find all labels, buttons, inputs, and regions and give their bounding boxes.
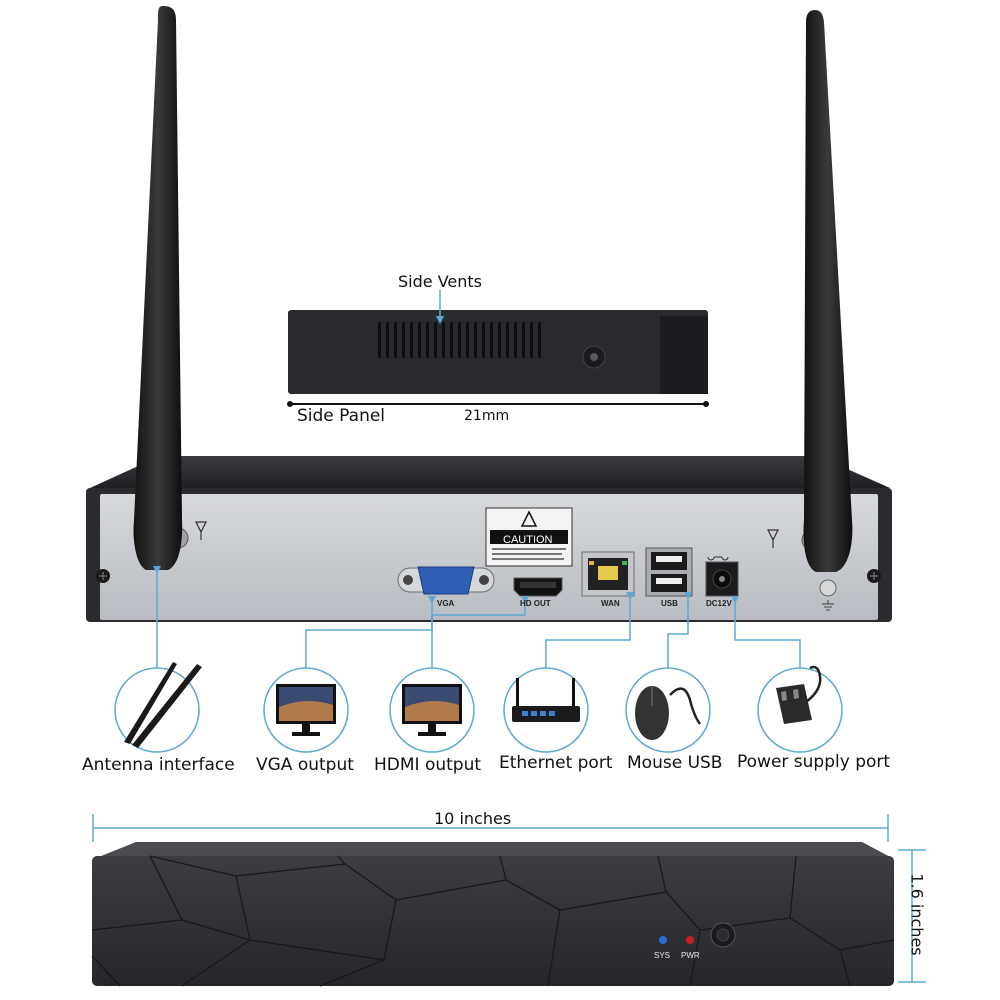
right-antenna <box>803 10 853 572</box>
caution-text: CAUTION <box>503 534 553 546</box>
usb-port-label: USB <box>661 599 678 608</box>
caution-label <box>485 507 573 567</box>
left-antenna <box>133 6 183 570</box>
pwr-led-label: PWR <box>681 951 700 960</box>
depth-label: 21mm <box>464 408 510 424</box>
front-panel-view <box>91 814 926 987</box>
vga-port-label: VGA <box>437 599 455 608</box>
feature-label-usb: Mouse USB <box>627 753 723 773</box>
sys-led-label: SYS <box>654 951 671 960</box>
feature-label-antenna: Antenna interface <box>82 755 235 775</box>
dc-port-label: DC12V <box>706 599 732 608</box>
antenna-pair-icon <box>114 662 202 753</box>
dc-power-port <box>705 556 739 597</box>
hdmi-port-label: HD OUT <box>520 599 551 608</box>
wan-port-label: WAN <box>601 599 620 608</box>
height-label: 1.6 inches <box>907 873 927 956</box>
side-vents-label: Side Vents <box>398 272 482 291</box>
pwr-led <box>686 936 694 944</box>
feature-label-vga: VGA output <box>256 755 354 775</box>
wan-port <box>581 551 635 597</box>
width-label: 10 inches <box>434 809 512 828</box>
connector-lines <box>156 568 801 668</box>
sys-led <box>659 936 667 944</box>
side-vents <box>378 322 541 358</box>
feature-label-ethernet: Ethernet port <box>499 753 613 773</box>
router-icon <box>503 667 589 753</box>
vga-monitor-icon <box>263 667 349 753</box>
hdmi-monitor-icon <box>389 667 475 753</box>
feature-label-power: Power supply port <box>737 752 891 772</box>
front-faceted-pattern <box>91 855 895 987</box>
vga-port <box>397 566 495 595</box>
side-panel-label: Side Panel <box>297 406 386 426</box>
mouse-icon <box>625 667 711 753</box>
power-adapter-icon <box>757 665 843 753</box>
rear-panel-view <box>86 456 892 622</box>
usb-ports <box>645 547 693 597</box>
ir-receiver <box>710 922 736 948</box>
side-panel-view <box>287 290 709 407</box>
hdmi-port <box>513 577 563 597</box>
feature-label-hdmi: HDMI output <box>374 755 482 775</box>
